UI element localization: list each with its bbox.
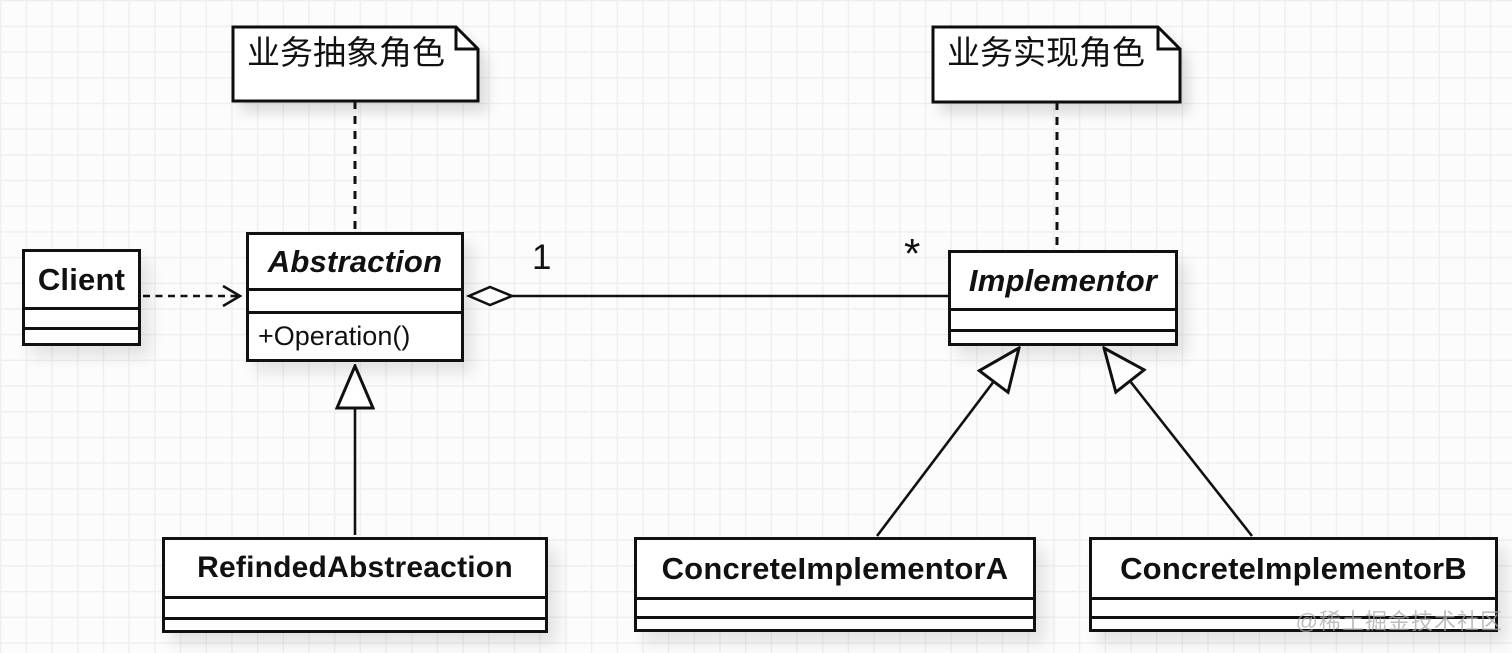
- attributes-compartment: [951, 308, 1175, 329]
- class-title-refined-abstraction: RefindedAbstreaction: [197, 551, 513, 584]
- class-box-implementor: Implementor: [948, 250, 1178, 346]
- methods-compartment: [637, 616, 1033, 629]
- methods-compartment: [165, 617, 545, 630]
- generalization-edge-concrete-b: [1104, 348, 1254, 537]
- note-fold-icon: [1156, 27, 1180, 51]
- multiplicity-label-star: *: [904, 230, 921, 277]
- multiplicity-label-one: 1: [532, 238, 552, 277]
- note-text-abstraction: 业务抽象角色: [247, 34, 445, 71]
- class-title-abstraction: Abstraction: [267, 243, 443, 279]
- methods-compartment: [25, 327, 138, 343]
- methods-compartment: [951, 329, 1175, 343]
- note-shape-implementor: [931, 25, 1182, 104]
- attributes-compartment: [249, 288, 461, 311]
- class-box-refined-abstraction: RefindedAbstreaction: [162, 537, 548, 633]
- class-box-abstraction: Abstraction +Operation(): [246, 232, 464, 362]
- note-shape-abstraction: [231, 25, 480, 103]
- watermark-text: @稀土掘金技术社区: [1295, 609, 1503, 634]
- class-box-client: Client: [22, 249, 141, 346]
- class-title-implementor: Implementor: [968, 262, 1158, 298]
- attributes-compartment: [1092, 597, 1495, 616]
- note-text-implementor: 业务实现角色: [947, 34, 1145, 71]
- class-title-client: Client: [37, 261, 126, 297]
- class-title-concrete-implementor-a: ConcreteImplementorA: [661, 550, 1009, 586]
- method-operation: +Operation(): [258, 321, 411, 351]
- note-fold-icon: [454, 27, 478, 51]
- class-box-concrete-implementor-a: ConcreteImplementorA: [634, 537, 1036, 632]
- generalization-edge-concrete-a: [875, 348, 1019, 537]
- methods-compartment: [1092, 616, 1495, 629]
- attributes-compartment: [25, 307, 138, 327]
- class-title-concrete-implementor-b: ConcreteImplementorB: [1120, 550, 1467, 586]
- attributes-compartment: [637, 597, 1033, 616]
- class-box-concrete-implementor-b: ConcreteImplementorB: [1089, 537, 1498, 632]
- methods-compartment: +Operation(): [249, 311, 461, 359]
- attributes-compartment: [165, 596, 545, 617]
